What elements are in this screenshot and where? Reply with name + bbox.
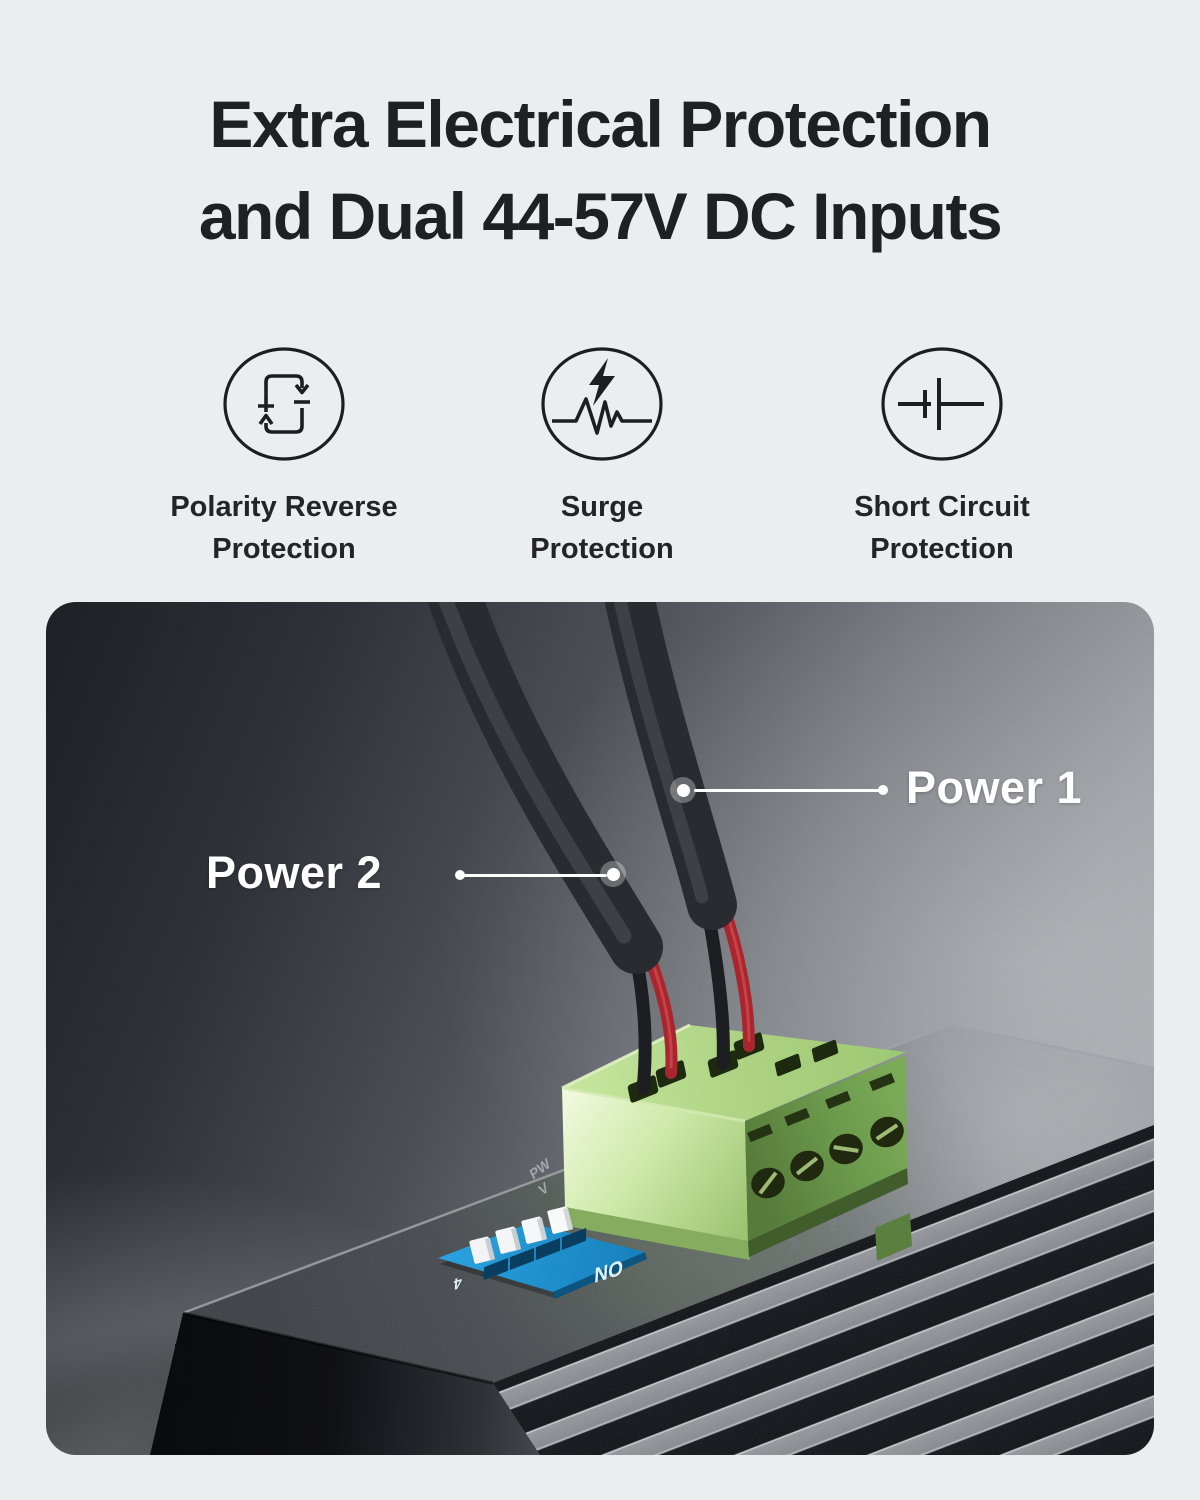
dip-levers bbox=[469, 1206, 574, 1264]
feature-label: Surge Protection bbox=[530, 491, 674, 565]
feature-label: Polarity Reverse Protection bbox=[170, 491, 398, 565]
power1-cable bbox=[604, 602, 737, 930]
power1-anchor-dot bbox=[670, 777, 696, 803]
power1-callout-line bbox=[694, 788, 880, 792]
feature-short-circuit: Short Circuit Protection bbox=[782, 344, 1102, 570]
power1-label: Power 1 bbox=[906, 762, 1083, 813]
power2-cable bbox=[427, 602, 663, 974]
feature-polarity-reverse: Polarity Reverse Protection bbox=[124, 344, 444, 570]
power2-anchor-dot bbox=[600, 861, 626, 887]
dip-number-label: 4 bbox=[453, 1273, 462, 1293]
product-photo: 1+ 1- 2+ 2- PW V bbox=[46, 602, 1154, 1455]
page-title-line1: Extra Electrical Protection bbox=[209, 87, 992, 161]
terminal-screws bbox=[751, 1116, 904, 1199]
power-cables bbox=[427, 602, 737, 974]
short-circuit-icon bbox=[881, 347, 1003, 461]
screw-ports bbox=[747, 1072, 895, 1143]
dip-slots bbox=[483, 1227, 587, 1281]
power1-black-wire bbox=[701, 905, 730, 1071]
terminal-marking: 2- bbox=[788, 1232, 804, 1255]
feature-surge: Surge Protection bbox=[442, 344, 762, 570]
page-title-line2: and Dual 44-57V DC Inputs bbox=[198, 179, 1003, 253]
power2-callout-line bbox=[463, 873, 607, 877]
page-title: Extra Electrical Protection and Dual 44-… bbox=[0, 78, 1200, 262]
feature-label: Short Circuit Protection bbox=[854, 491, 1030, 565]
surge-icon bbox=[541, 347, 663, 461]
power2-label: Power 2 bbox=[206, 847, 383, 898]
power2-end-dot bbox=[455, 870, 465, 880]
terminal-marking: 1+ bbox=[908, 1175, 927, 1200]
device-illustration: 1+ 1- 2+ 2- PW V bbox=[46, 602, 1154, 1455]
power1-end-dot bbox=[878, 785, 888, 795]
dip-switch: ON 4 bbox=[438, 1206, 647, 1299]
polarity-reverse-icon bbox=[223, 347, 345, 461]
